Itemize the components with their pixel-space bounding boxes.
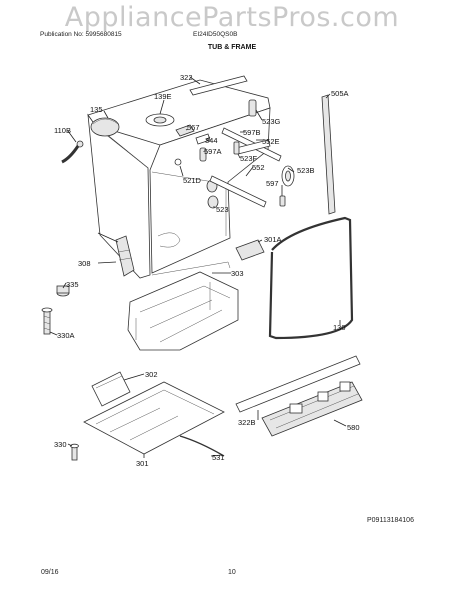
part-label-130: 130 [333, 323, 346, 332]
part-label-301a: 301A [264, 235, 282, 244]
part-label-344: 344 [205, 136, 218, 145]
publication-number: Publication No: 5995680815 [40, 31, 122, 38]
part-label-567: 567 [187, 123, 200, 132]
part-label-523f: 523F [240, 154, 258, 163]
part-label-597b: 597B [243, 128, 261, 137]
part-label-301: 301 [136, 459, 149, 468]
part-label-552: 552 [252, 163, 265, 172]
drawing-id: P09113184106 [367, 517, 414, 524]
part-label-523g: 523G [262, 117, 281, 126]
leader-lines [49, 76, 347, 458]
part-label-523b: 523B [297, 166, 315, 175]
part-label-322: 322 [180, 73, 193, 82]
part-label-552e: 552E [262, 137, 280, 146]
rail-components [189, 75, 354, 340]
part-label-335: 335 [66, 280, 79, 289]
part-label-110b: 110B [54, 126, 71, 135]
part-label-330: 330 [54, 440, 67, 449]
base-components [41, 271, 363, 461]
watermark: AppliancePartsPros.com [64, 2, 400, 33]
part-label-139e: 139E [154, 92, 172, 101]
part-label-597: 597 [266, 179, 279, 188]
part-label-303: 303 [231, 269, 244, 278]
part-label-302: 302 [145, 370, 158, 379]
part-label-531: 531 [212, 453, 225, 462]
part-label-135: 135 [90, 105, 103, 114]
diagram-title: TUB & FRAME [207, 44, 257, 51]
part-label-523: 523 [216, 205, 229, 214]
part-labels: 322 135 139E 505A 110B 567 344 597B 523G… [54, 73, 360, 468]
part-label-580: 580 [347, 423, 360, 432]
page-number: 10 [228, 569, 236, 576]
part-label-308: 308 [78, 259, 91, 268]
part-label-505a: 505A [331, 89, 349, 98]
part-label-597a: 597A [204, 147, 222, 156]
part-label-521d: 521D [183, 176, 202, 185]
part-label-322b: 322B [238, 418, 256, 427]
part-label-330a: 330A [57, 331, 75, 340]
model-number: EI24ID50QS0B [193, 31, 238, 38]
footer-date: 09/16 [41, 569, 59, 576]
